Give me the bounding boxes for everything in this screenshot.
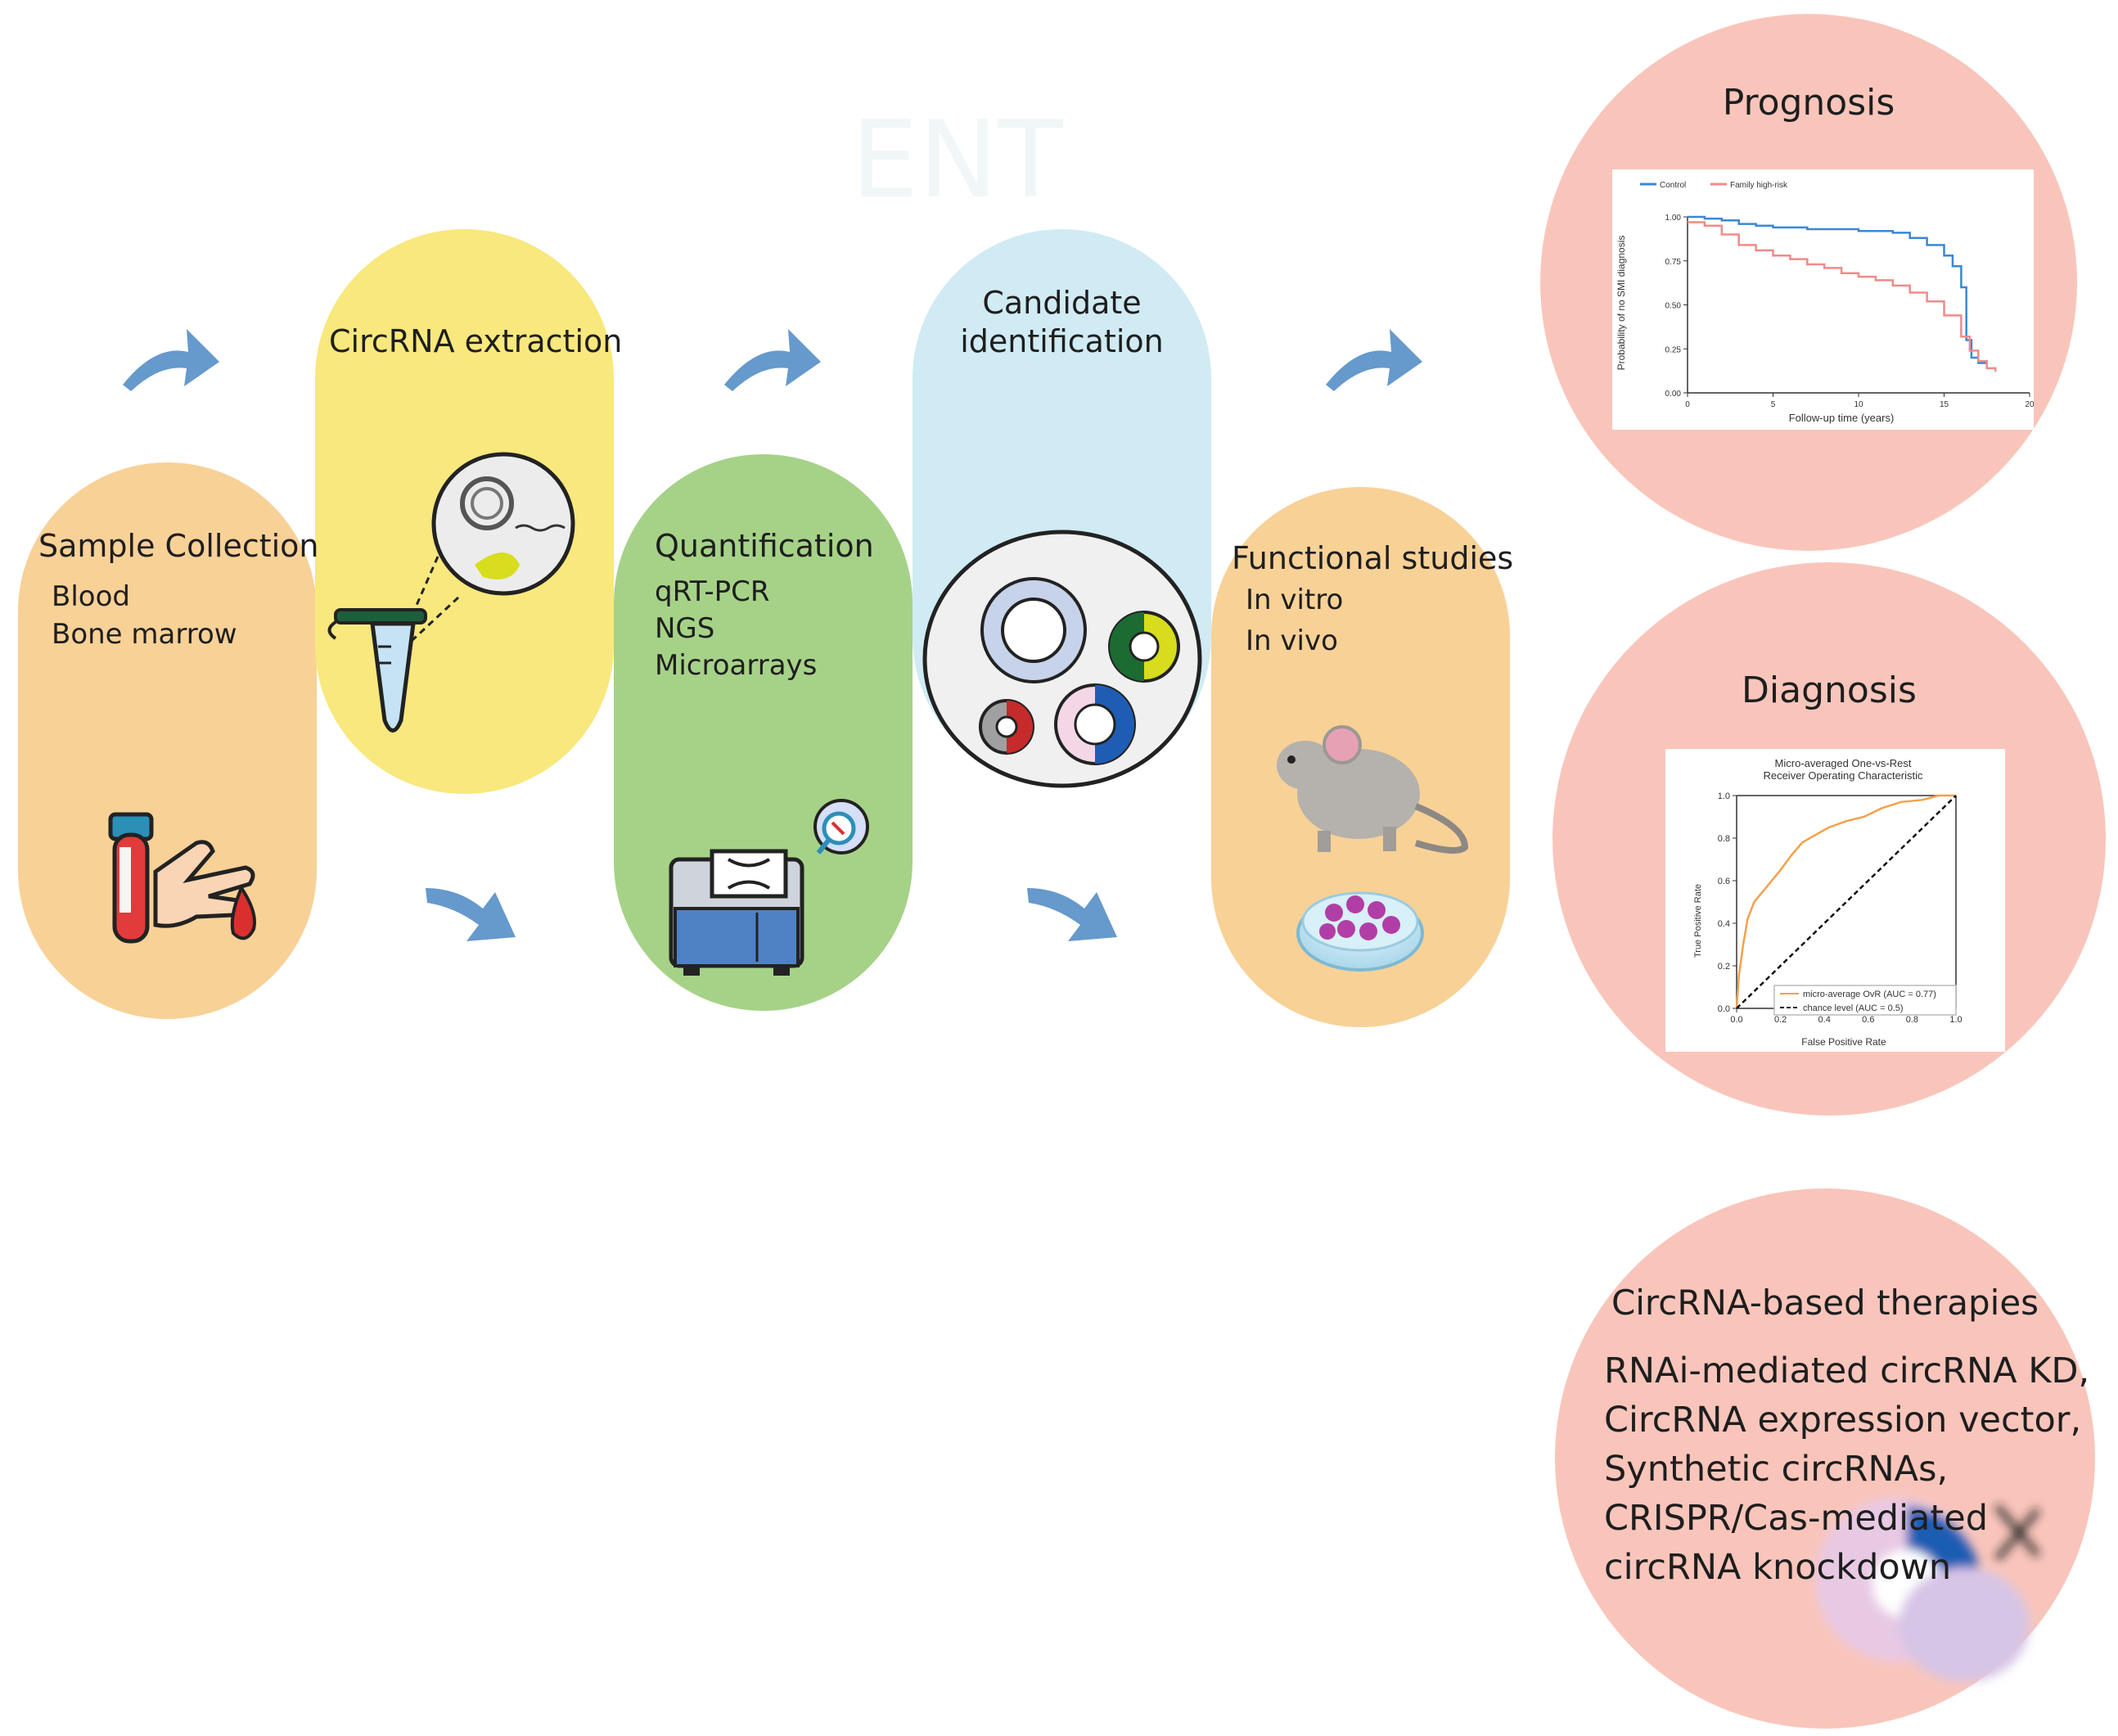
- therapy-line-4: CRISPR/Cas-mediated: [1604, 1498, 1989, 1539]
- arrow-icon: [426, 888, 516, 941]
- legend-label-control: Control: [1660, 181, 1686, 190]
- roc-ylabel: True Positive Rate: [1693, 884, 1703, 958]
- y-tick-label: 0.25: [1665, 345, 1682, 354]
- sample-item-blood: Blood: [52, 580, 130, 613]
- series-line-0: [1735, 794, 1956, 1009]
- mouse-icon: [1277, 725, 1469, 854]
- therapy-line-2: CircRNA expression vector,: [1604, 1400, 2082, 1441]
- quant-item-microarrays: Microarrays: [655, 649, 818, 682]
- y-tick-label: 0.4: [1718, 919, 1730, 929]
- km-xlabel: Follow-up time (years): [1789, 412, 1895, 424]
- candidate-title-line-2: identification: [960, 323, 1164, 359]
- blood-sample-icon: [108, 812, 256, 944]
- quantification-title: Quantification: [655, 528, 874, 564]
- arrow-icon: [123, 329, 219, 391]
- circrna-extraction-title: CircRNA extraction: [329, 323, 623, 359]
- series-line-0: [1688, 215, 1988, 365]
- prognosis-chart: Control Family high-risk 0 5 10 15 20 0.00 0.2…: [1612, 169, 2035, 430]
- series-line-1: [1736, 795, 1957, 1009]
- quant-item-ngs: NGS: [655, 612, 715, 645]
- roc-legend-ovr: micro-average OvR (AUC = 0.77): [1803, 990, 1936, 999]
- x-tick-label: 0.8: [1906, 1015, 1918, 1025]
- x-tick-label: 10: [1854, 400, 1863, 409]
- x-tick-label: 15: [1940, 400, 1949, 409]
- x-tick-label: 0: [1685, 400, 1690, 409]
- y-tick-label: 0.6: [1718, 877, 1730, 886]
- x-tick-label: 0.6: [1862, 1015, 1874, 1025]
- y-tick-label: 0.0: [1718, 1004, 1730, 1014]
- y-tick-label: 0.50: [1665, 302, 1682, 311]
- x-tick-label: 1.0: [1949, 1015, 1962, 1025]
- roc-legend: micro-average OvR (AUC = 0.77) chance le…: [1773, 985, 1957, 1016]
- functional-item-in-vitro: In vitro: [1246, 584, 1344, 616]
- roc-title-line-1: Micro-averaged One-vs-Rest: [1775, 757, 1912, 769]
- quant-item-qrt-pcr: qRT-PCR: [655, 575, 770, 608]
- arrow-icon: [724, 329, 821, 391]
- sample-collection-title: Sample Collection: [38, 528, 319, 564]
- prognosis-title: Prognosis: [1722, 82, 1895, 124]
- therapy-line-1: RNAi-mediated circRNA KD,: [1604, 1350, 2090, 1391]
- legend-label-family-high-risk: Family high-risk: [1730, 181, 1788, 190]
- y-tick-label: 0.00: [1665, 390, 1682, 399]
- series-line-1: [1688, 221, 1997, 372]
- watermark-text: ENT: [851, 97, 1063, 222]
- therapy-circrna-icon: [1815, 1498, 2040, 1682]
- y-tick-label: 0.75: [1665, 258, 1682, 267]
- candidate-dish-icon: [922, 530, 1202, 788]
- y-tick-label: 1.00: [1665, 214, 1682, 223]
- roc-title-line-2: Receiver Operating Characteristic: [1763, 769, 1923, 782]
- sample-item-bone-marrow: Bone marrow: [52, 618, 237, 651]
- candidate-title-line-1: Candidate: [982, 285, 1142, 321]
- y-tick-label: 0.2: [1718, 962, 1730, 972]
- km-ylabel: Probability of no SMI diagnosis: [1616, 236, 1627, 371]
- therapies-title: CircRNA-based therapies: [1611, 1283, 2039, 1323]
- roc-xlabel: False Positive Rate: [1801, 1036, 1886, 1048]
- functional-studies-title: Functional studies: [1232, 540, 1514, 576]
- roc-legend-chance: chance level (AUC = 0.5): [1803, 1003, 1904, 1013]
- x-tick-label: 0.0: [1730, 1015, 1742, 1025]
- sequencer-icon: [669, 799, 869, 976]
- x-tick-label: 5: [1771, 400, 1776, 409]
- extraction-tube-icon: [327, 452, 575, 733]
- diagnosis-title: Diagnosis: [1742, 670, 1917, 711]
- functional-item-in-vivo: In vivo: [1246, 625, 1338, 657]
- x-tick-label: 0.4: [1818, 1015, 1831, 1025]
- km-plot-area: 0 5 10 15 20 0.00 0.25 0.50 0.75 1.00: [1665, 214, 2035, 409]
- y-tick-label: 0.8: [1718, 834, 1730, 844]
- therapy-line-3: Synthetic circRNAs,: [1604, 1449, 1949, 1490]
- petri-dish-icon: [1296, 891, 1424, 972]
- y-tick-label: 1.0: [1718, 791, 1730, 801]
- therapy-line-5: circRNA knockdown: [1604, 1547, 1952, 1588]
- arrow-icon: [1326, 329, 1422, 391]
- x-tick-label: 20: [2025, 400, 2035, 409]
- arrow-icon: [1027, 888, 1117, 941]
- x-tick-label: 0.2: [1774, 1015, 1787, 1025]
